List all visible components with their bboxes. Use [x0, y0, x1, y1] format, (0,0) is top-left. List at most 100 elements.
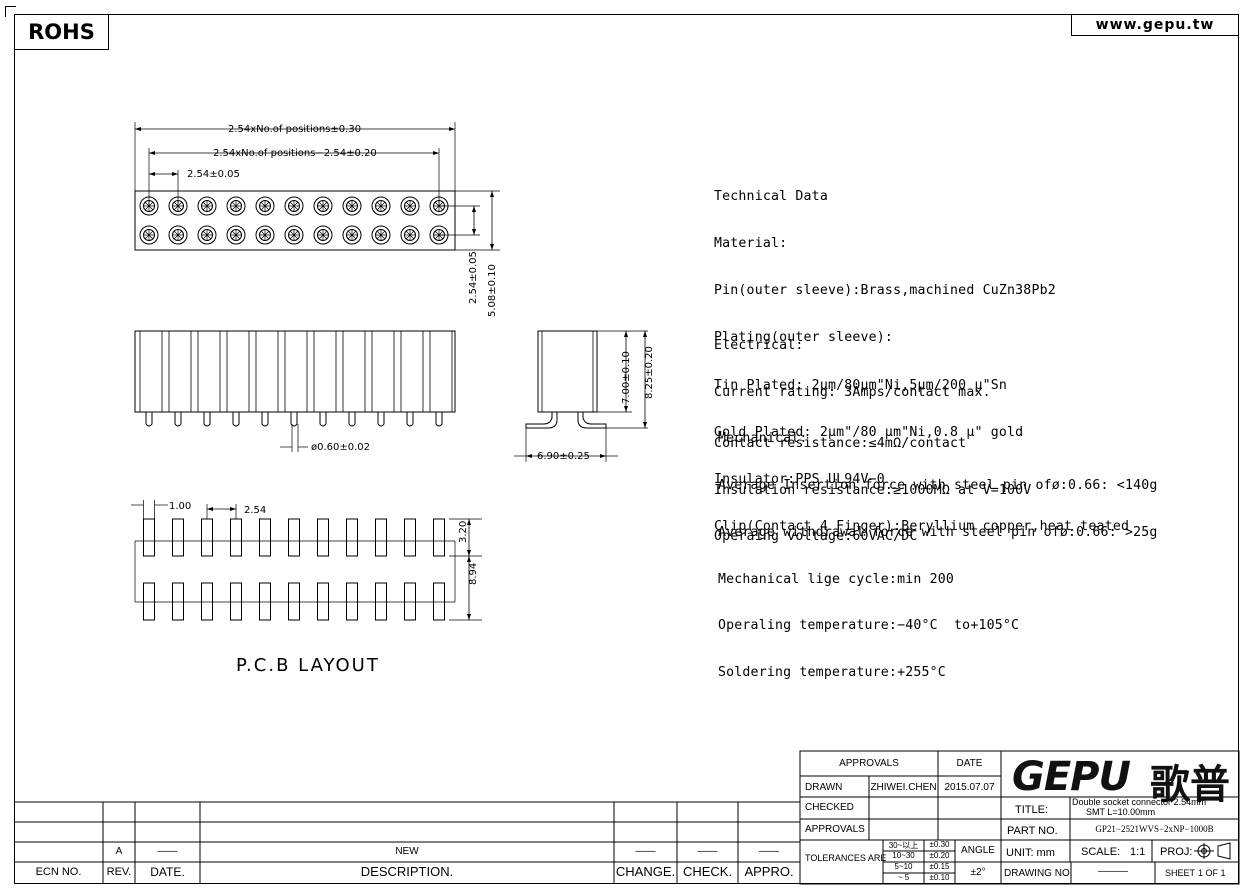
contact-hole	[284, 225, 304, 245]
contact-finger	[405, 201, 415, 211]
rev-header-ecn: ECN NO.	[35, 866, 82, 878]
dimension-arrow	[449, 127, 455, 131]
solder-pad	[143, 518, 155, 557]
contact-hole	[139, 225, 159, 245]
side-view	[514, 330, 648, 462]
tech-mechanical-1: Average Insertion force with steel pin o…	[718, 477, 1158, 493]
solder-pad	[259, 518, 271, 557]
dimension-arrow	[600, 454, 606, 458]
solder-pad	[433, 582, 445, 621]
contact-finger	[231, 230, 241, 240]
solder-pad	[201, 518, 213, 557]
dimension-arrow	[149, 151, 155, 155]
dimension-arrow	[490, 244, 494, 250]
dim-pad-span: 8.94	[468, 563, 479, 585]
top-view	[134, 122, 500, 251]
tol-value-2: ±0.15	[929, 862, 950, 871]
front-view	[134, 330, 456, 452]
dim-overall-length: 2.54xNo.of positions±0.30	[228, 124, 361, 135]
dimension-arrow	[624, 331, 628, 337]
dimension-arrow	[526, 454, 532, 458]
solder-pad	[172, 518, 184, 557]
rev-row-description: NEW	[395, 846, 419, 857]
dimension-arrow	[172, 172, 178, 176]
dim-pin-diameter: ø0.60±0.02	[311, 442, 370, 453]
dimension-arrow	[643, 331, 647, 337]
date-head: DATE	[956, 758, 983, 769]
pin-tail	[290, 412, 298, 427]
angle-label: ANGLE	[961, 845, 995, 856]
sheet-value: 1 OF 1	[1198, 868, 1226, 878]
solder-pad	[346, 582, 358, 621]
contact-finger	[173, 230, 183, 240]
dim-pad-pitch: 2.54	[244, 505, 266, 516]
title-line-2: SMT L=10.00mm	[1086, 807, 1156, 817]
tech-mechanical-3: Mechanical lige cycle:min 200	[718, 571, 955, 587]
tech-material-4: Gold Plated: 2μm"/80 μm"Ni,0.8 μ" gold	[714, 425, 1024, 441]
contact-hole	[284, 196, 304, 216]
rev-header-date: DATE.	[150, 865, 185, 879]
pin-tail	[319, 412, 327, 427]
solder-pad	[172, 582, 184, 621]
contact-hole	[400, 225, 420, 245]
title-block-grid	[799, 750, 1240, 885]
contact-finger	[260, 201, 270, 211]
outline-line	[134, 541, 456, 602]
solder-pad	[230, 582, 242, 621]
approvals-label: APPROVALS	[805, 824, 865, 835]
pin-tail	[435, 412, 443, 427]
sheet-label: SHEET	[1165, 868, 1196, 878]
pin-tail	[174, 412, 182, 427]
rev-row-rev: A	[115, 846, 123, 857]
contact-finger	[144, 230, 154, 240]
dimension-arrow	[490, 191, 494, 197]
dim-pad-width: 1.00	[169, 501, 191, 512]
drawn-by: ZHIWEI.CHEN	[870, 782, 937, 793]
solder-pad	[375, 582, 387, 621]
dimension-arrow	[207, 507, 213, 511]
unit-label: UNIT: mm	[1006, 847, 1055, 859]
tech-electrical-3: Insulation resistance:≥1000MΩ at V=100V	[714, 482, 1032, 498]
dimension-arrow	[467, 550, 471, 556]
contact-hole	[400, 196, 420, 216]
contact-hole	[342, 225, 362, 245]
dimension-arrow	[433, 151, 439, 155]
angle-value: ±2°	[970, 867, 986, 878]
pin-tail	[377, 412, 385, 427]
rev-header-appro: APPRO.	[744, 864, 794, 879]
title-label: TITLE:	[1015, 804, 1049, 816]
smt-foot-right	[577, 412, 607, 429]
dim-total-height: 8.25±0.20	[644, 346, 655, 399]
gepu-logo-cn: 歌普	[1150, 762, 1230, 808]
tech-mechanical-5: Soldering temperature:+255°C	[718, 665, 946, 681]
contact-hole	[168, 225, 188, 245]
dimension-arrow	[230, 507, 236, 511]
solder-pad	[375, 518, 387, 557]
side-view-body	[537, 330, 598, 413]
solder-pad	[433, 518, 445, 557]
rev-header-change: CHANGE.	[615, 864, 676, 879]
pcb-layout-view	[131, 500, 482, 621]
contact-hole	[371, 225, 391, 245]
approvals-head: APPROVALS	[839, 758, 899, 769]
top-view-body	[134, 190, 456, 251]
tol-value-3: ±0.10	[929, 873, 950, 882]
contact-finger	[347, 201, 357, 211]
contact-finger	[434, 230, 444, 240]
tech-heading: Technical Data	[714, 189, 828, 205]
solder-pad	[288, 582, 300, 621]
tol-value-0: ±0.30	[929, 840, 950, 849]
pin-tail	[348, 412, 356, 427]
website-label: www.gepu.tw	[1071, 14, 1239, 36]
solder-pad	[288, 518, 300, 557]
title-line-1: Double socket connector 2.54mm	[1072, 797, 1207, 807]
contact-hole	[342, 196, 362, 216]
drawing-frame	[14, 14, 1239, 884]
revision-table-grid	[14, 801, 800, 884]
solder-pad	[143, 582, 155, 621]
contact-finger	[202, 201, 212, 211]
scale-value: 1:1	[1130, 846, 1146, 858]
drawn-date: 2015.07.07	[944, 782, 995, 793]
contact-hole	[313, 196, 333, 216]
